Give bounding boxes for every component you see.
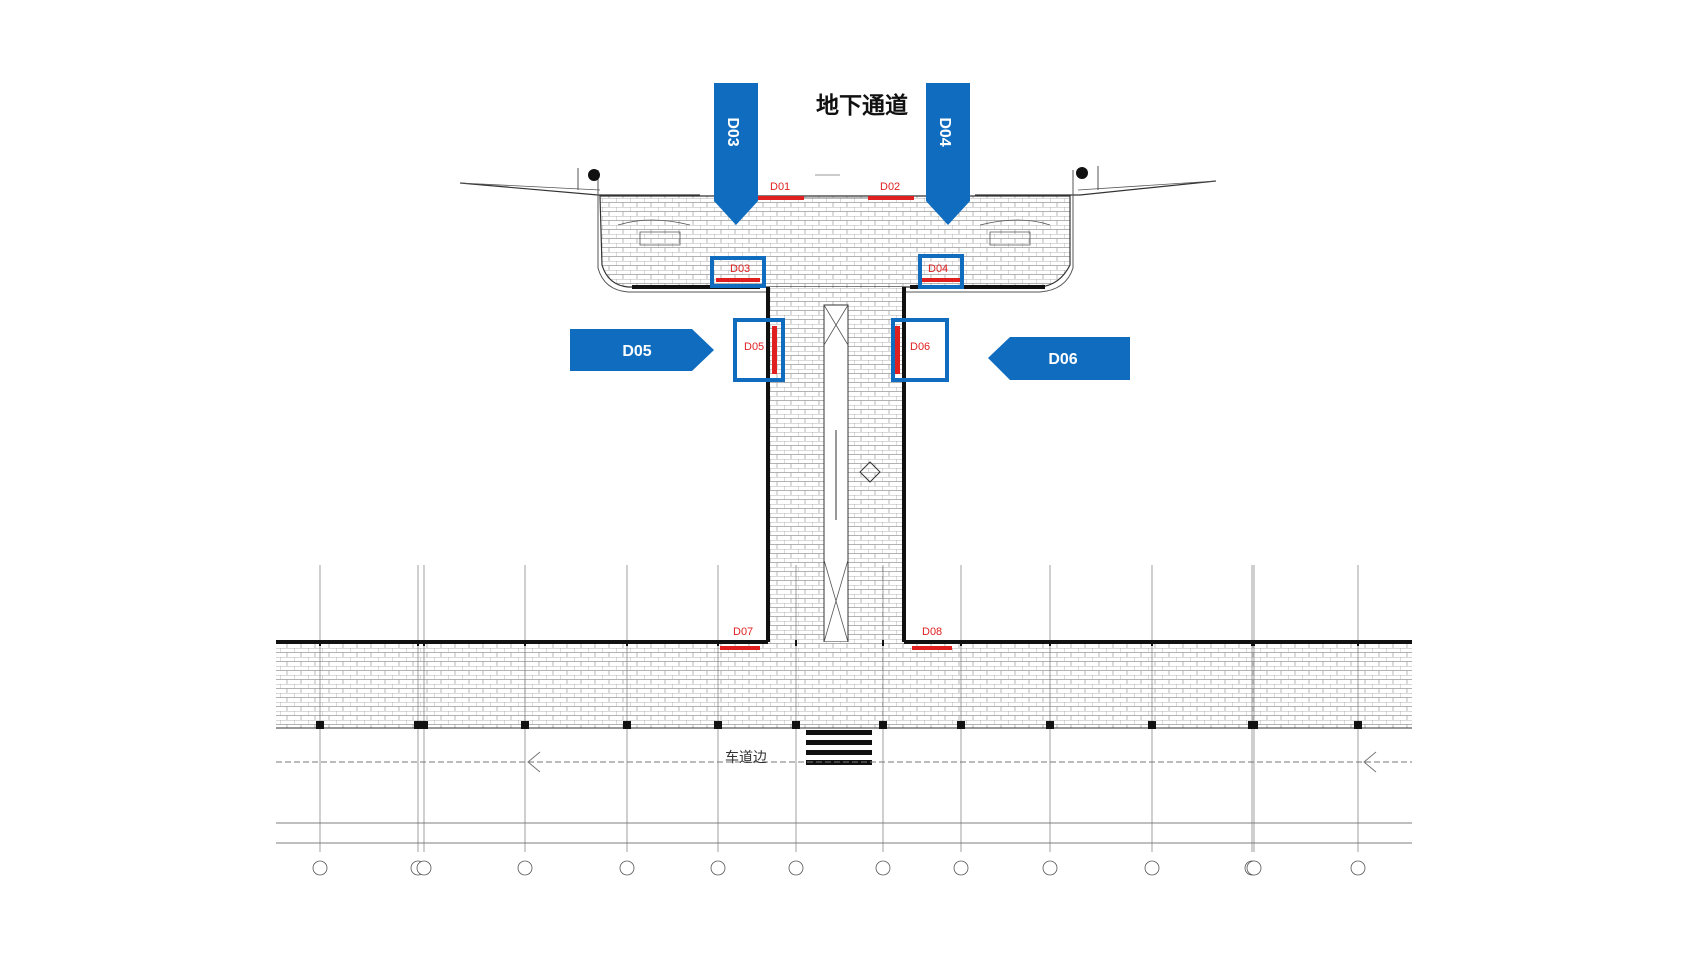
road-edge-label: 车道边 — [725, 749, 767, 766]
column-square — [414, 721, 422, 729]
axis-grid — [312, 565, 1366, 876]
door-d04-label: D04 — [928, 263, 948, 275]
column-square — [1354, 721, 1362, 729]
axis-bubble — [1144, 860, 1160, 876]
callout-d03-arrow — [714, 83, 758, 225]
callout-d04: D04 — [926, 83, 970, 225]
column-dot-left — [588, 169, 600, 181]
callout-d06: D06 — [988, 337, 1130, 380]
column-square — [879, 721, 887, 729]
column-square — [714, 721, 722, 729]
door-d03-mark — [716, 278, 760, 282]
door-d03-label: D03 — [730, 263, 750, 275]
highlight-box-d04 — [918, 254, 964, 289]
axis-bubble — [517, 860, 533, 876]
lower-platform — [276, 640, 1412, 844]
vertical-passage — [766, 287, 906, 643]
diagram-title: 地下通道 — [816, 92, 908, 119]
highlight-box-d06 — [891, 318, 949, 382]
door-marks: D01 D02 D03 D04 D05 D06 D07 D08 — [716, 181, 960, 650]
highlight-box-d03 — [710, 256, 766, 288]
door-d08-mark — [912, 646, 952, 650]
door-d04-mark — [922, 278, 960, 282]
callout-d05-arrow — [570, 329, 714, 371]
door-d05-label: D05 — [744, 341, 764, 353]
callout-d04-label: D04 — [936, 117, 953, 146]
door-d05-mark — [772, 326, 777, 374]
door-d07-label: D07 — [733, 626, 753, 638]
column-square — [420, 721, 428, 729]
door-d06-mark — [895, 326, 900, 374]
door-d02-mark — [868, 196, 914, 200]
axis-bubble — [1246, 860, 1262, 876]
door-d01-mark — [758, 196, 804, 200]
callout-d04-arrow — [926, 83, 970, 225]
column-square — [792, 721, 800, 729]
axis-bubble — [619, 860, 635, 876]
column-square — [1250, 721, 1258, 729]
column-square — [957, 721, 965, 729]
door-d01-label: D01 — [770, 181, 790, 193]
callout-d06-arrow — [988, 337, 1130, 380]
callout-d05: D05 — [570, 329, 714, 371]
column-square — [1148, 721, 1156, 729]
callout-d06-label: D06 — [1048, 351, 1077, 368]
axis-bubble — [416, 860, 432, 876]
callout-d03: D03 — [714, 83, 758, 225]
callout-d05-label: D05 — [622, 343, 651, 360]
column-dot-right — [1076, 167, 1088, 179]
axis-bubble — [953, 860, 969, 876]
column-square — [623, 721, 631, 729]
axis-bubble — [710, 860, 726, 876]
axis-bubble — [788, 860, 804, 876]
upper-hall — [459, 166, 1217, 293]
axis-bubble — [875, 860, 891, 876]
highlight-box-d05 — [733, 318, 785, 382]
column-square — [316, 721, 324, 729]
axis-bubble — [1042, 860, 1058, 876]
door-d06-label: D06 — [910, 341, 930, 353]
callout-d03-label: D03 — [724, 117, 741, 146]
door-d08-label: D08 — [922, 626, 942, 638]
door-d07-mark — [720, 646, 760, 650]
axis-bubble — [312, 860, 328, 876]
axis-bubble — [1350, 860, 1366, 876]
column-square — [1046, 721, 1054, 729]
column-square — [521, 721, 529, 729]
highlight-boxes — [710, 254, 964, 382]
door-d02-label: D02 — [880, 181, 900, 193]
